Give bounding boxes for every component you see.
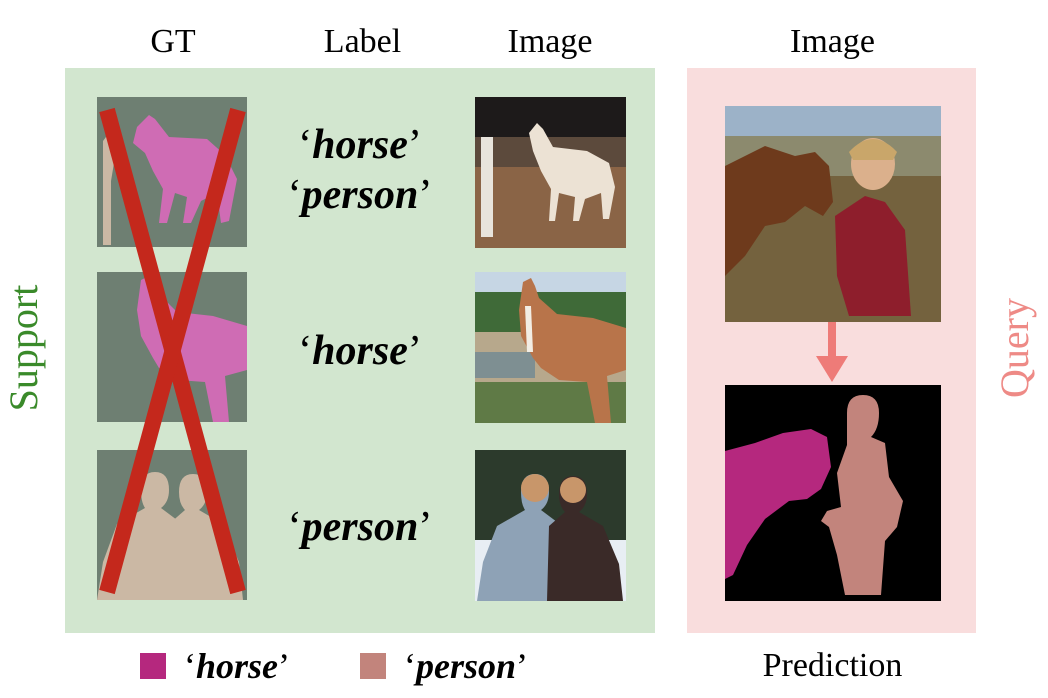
gt-cross-mark (99, 107, 246, 595)
arrow-down-icon (816, 322, 848, 382)
label-person-row-3: ‘person’ (287, 504, 433, 550)
prediction-caption: Prediction (762, 647, 903, 684)
support-image-row-3 (475, 450, 626, 601)
support-label-row-1: ‘horse’ ‘person’ (260, 120, 460, 220)
header-image-query: Image (790, 23, 875, 60)
header-gt: GT (150, 23, 196, 60)
query-side-label: Query (992, 298, 1037, 398)
query-image (725, 106, 941, 322)
support-image-row-1 (475, 97, 626, 248)
gt-mask-row-3 (97, 450, 247, 600)
legend-horse-swatch (140, 653, 166, 679)
header-image-support: Image (507, 23, 593, 60)
label-person-row-1: ‘person’ (287, 172, 433, 218)
support-label-row-2: ‘horse’ (260, 326, 460, 376)
legend-person-swatch (360, 653, 386, 679)
label-horse-row-2: ‘horse’ (298, 328, 422, 374)
legend-horse-label: ‘horse’ (184, 646, 291, 686)
support-label-row-3: ‘person’ (260, 502, 460, 552)
label-horse-row-1: ‘horse’ (298, 122, 422, 168)
support-side-label: Support (1, 284, 46, 412)
support-image-row-2 (475, 272, 626, 423)
header-label: Label (323, 23, 402, 60)
prediction-mask (725, 385, 941, 601)
legend-person-label: ‘person’ (404, 646, 529, 686)
